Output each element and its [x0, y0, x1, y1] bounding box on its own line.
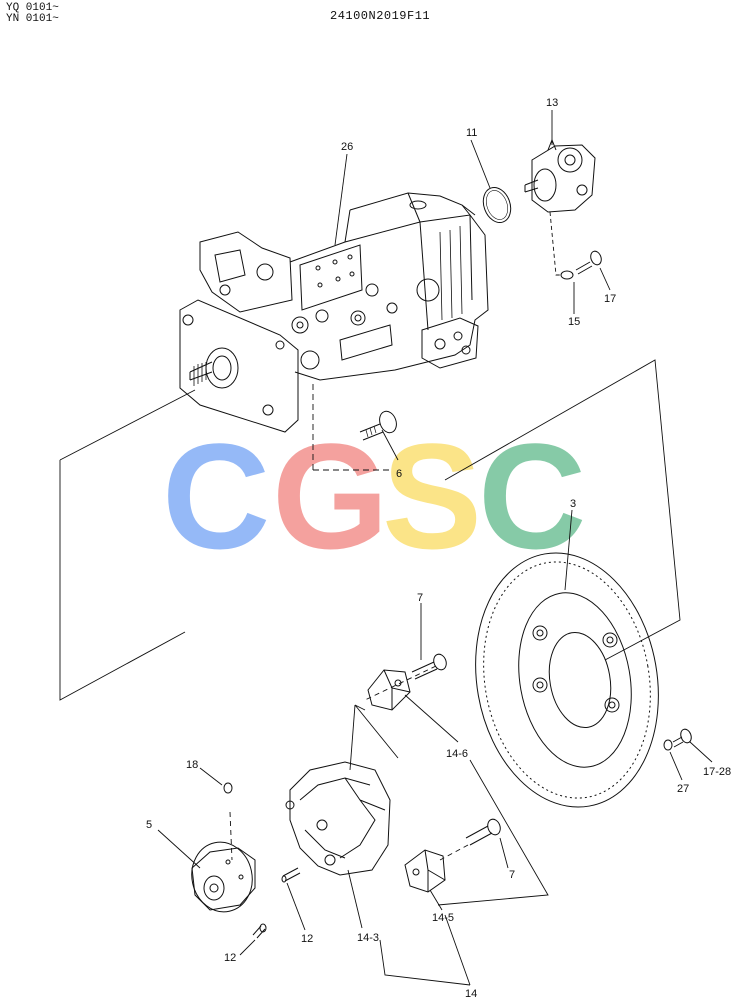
callout-labels: 26 11 13 17 15 6 3 7 14-6 18 5 17-28 27 … — [146, 97, 731, 1000]
washer-27 — [663, 739, 673, 751]
serial-range-line-2: YN 0101~ — [6, 13, 59, 25]
callout-6: 6 — [396, 468, 402, 480]
setscrew-18 — [223, 782, 233, 794]
flywheel-plate — [475, 552, 659, 808]
callout-27: 27 — [677, 783, 689, 795]
callout-14: 14 — [465, 988, 477, 1000]
callout-18: 18 — [186, 759, 198, 771]
watermark-letter-g: G — [272, 412, 389, 580]
spring-pin-upper — [281, 867, 301, 883]
callout-13: 13 — [546, 97, 558, 109]
spring-pin-lower — [252, 923, 267, 939]
main-pump-assembly — [179, 192, 489, 433]
leader-lines — [59, 110, 713, 986]
bolt-7-lower — [465, 818, 501, 846]
bolt-17 — [575, 250, 602, 275]
washer-15 — [560, 270, 574, 280]
callout-15: 15 — [568, 316, 580, 328]
bolt-7-upper — [411, 653, 447, 680]
callout-7-lower: 7 — [509, 869, 515, 881]
callout-7-upper: 7 — [417, 592, 423, 604]
serial-range-line-1: YQ 0101~ — [6, 2, 59, 14]
insert-14-5 — [404, 849, 446, 893]
callout-11: 11 — [466, 127, 477, 139]
callout-12-upper: 12 — [301, 933, 313, 945]
coupling-hub — [191, 841, 256, 913]
gear-pump — [524, 138, 596, 213]
drawing-code: 24100N2019F11 — [330, 9, 431, 23]
bolt-6 — [359, 410, 397, 441]
callout-5: 5 — [146, 819, 152, 831]
callout-14-6: 14-6 — [446, 748, 468, 760]
callout-14-5: 14-5 — [432, 912, 454, 924]
bolt-17-28 — [672, 728, 692, 748]
callout-26: 26 — [341, 141, 353, 153]
watermark-letter-s: S — [382, 412, 482, 580]
watermark-letter-c1: C — [162, 412, 270, 580]
callout-3: 3 — [570, 498, 576, 510]
callout-17-top: 17 — [604, 293, 616, 305]
callout-14-3: 14-3 — [357, 932, 379, 944]
insert-14-6 — [367, 669, 411, 711]
callout-12-lower: 12 — [224, 952, 236, 964]
watermark: C G S C — [162, 412, 586, 580]
coupling-body — [285, 761, 391, 876]
o-ring — [482, 187, 512, 223]
callout-17-28: 17-28 — [703, 766, 731, 778]
